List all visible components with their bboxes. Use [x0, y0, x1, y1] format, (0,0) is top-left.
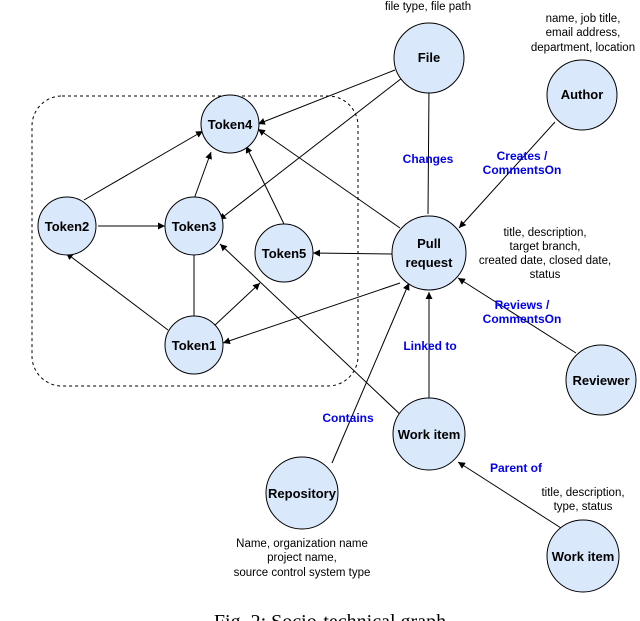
figure-caption: Fig. 2: Socio-technical graph — [214, 611, 446, 621]
attr-file: file type, file path — [385, 1, 471, 13]
node-token1-label: Token1 — [172, 338, 217, 353]
edge-label-parent-of: Parent of — [490, 461, 543, 475]
edge-label-reviews: Reviews / — [495, 298, 550, 312]
edge-repository-pr — [331, 282, 410, 464]
attr-pr-1: title, description, — [503, 227, 586, 239]
nodes: File Author Token4 Token2 Token3 Token5 … — [37, 22, 637, 593]
edge-label-linked-to: Linked to — [403, 339, 456, 353]
edge-workitem-child-parent — [457, 461, 562, 529]
edge-pr-file — [425, 85, 433, 215]
node-token4[interactable]: Token4 — [200, 94, 260, 154]
attribute-annotations: file type, file path name, job title, em… — [234, 1, 635, 579]
edge-workitem-token3 — [219, 243, 405, 419]
attr-pr-2: target branch, — [510, 241, 581, 253]
node-pull-request-label-1: Pull — [417, 236, 441, 251]
edge-pr-token5 — [312, 249, 394, 257]
attr-repository-2: project name, — [267, 552, 337, 564]
node-token5[interactable]: Token5 — [254, 223, 314, 283]
attr-repository-3: source control system type — [234, 567, 371, 579]
edge-labels: Changes Creates / CommentsOn Reviews / C… — [322, 149, 561, 475]
edge-author-pr — [458, 121, 556, 229]
node-reviewer[interactable]: Reviewer — [565, 344, 637, 416]
node-token3[interactable]: Token3 — [164, 196, 224, 256]
node-token1[interactable]: Token1 — [164, 315, 224, 375]
edge-reviewer-pr — [457, 277, 577, 354]
node-pull-request[interactable]: Pull request — [391, 215, 467, 291]
attr-author-3: department, location — [531, 42, 635, 54]
node-file-label: File — [418, 50, 440, 65]
node-token2[interactable]: Token2 — [37, 196, 97, 256]
attr-workitem-child-2: type, status — [554, 501, 613, 513]
attr-repository-1: Name, organization name — [236, 538, 368, 550]
edge-pr-token4 — [257, 128, 401, 229]
node-work-item-child-label: Work item — [552, 549, 615, 564]
node-work-item-label: Work item — [398, 427, 461, 442]
edge-file-token3 — [218, 77, 403, 221]
node-work-item-child[interactable]: Work item — [546, 519, 620, 593]
edges — [65, 69, 577, 529]
edge-token1-token2 — [65, 252, 169, 331]
attr-author-2: email address, — [546, 27, 621, 39]
edge-label-contains: Contains — [322, 411, 374, 425]
edge-token2-token4 — [83, 130, 204, 201]
edge-file-token4 — [257, 69, 396, 125]
node-token5-label: Token5 — [262, 246, 307, 261]
edge-label-creates-2: CommentsOn — [483, 163, 562, 177]
node-repository[interactable]: Repository — [265, 456, 339, 530]
node-author-label: Author — [561, 87, 604, 102]
attr-workitem-child-1: title, description, — [541, 487, 624, 499]
attr-pr-4: status — [530, 269, 561, 281]
node-token4-label: Token4 — [208, 117, 253, 132]
edge-token3-token4 — [193, 151, 212, 200]
node-token2-label: Token2 — [45, 219, 90, 234]
edge-token5-token4 — [245, 145, 285, 225]
edge-token1-token5 — [213, 282, 261, 327]
node-token3-label: Token3 — [172, 219, 217, 234]
edge-pr-token1 — [222, 282, 401, 345]
node-file[interactable]: File — [393, 22, 465, 94]
edge-label-changes: Changes — [403, 152, 454, 166]
attr-pr-3: created date, closed date, — [479, 255, 611, 267]
node-repository-label: Repository — [268, 486, 337, 501]
edge-label-creates: Creates / — [497, 149, 548, 163]
edge-label-reviews-2: CommentsOn — [483, 312, 562, 326]
node-reviewer-label: Reviewer — [572, 373, 629, 388]
node-author[interactable]: Author — [546, 59, 618, 131]
token-group-boundary — [31, 95, 359, 387]
node-work-item[interactable]: Work item — [392, 397, 466, 471]
attr-author-1: name, job title, — [546, 13, 621, 25]
node-pull-request-label-2: request — [406, 255, 454, 270]
